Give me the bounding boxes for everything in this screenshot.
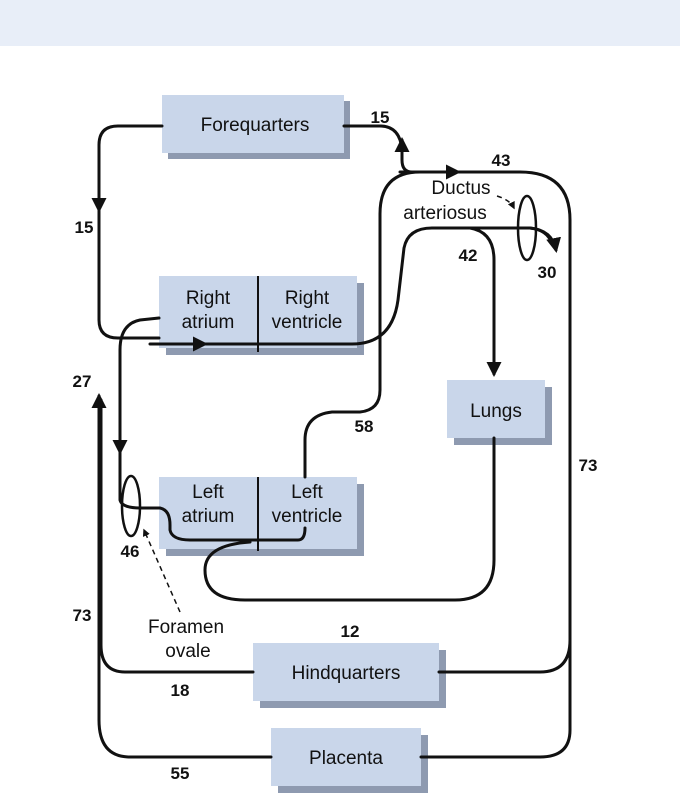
flow-lower-return: 73 — [73, 606, 92, 625]
box-lungs: Lungs — [447, 380, 552, 445]
ductus-label-2: arteriosus — [403, 203, 486, 224]
flow-descending-aorta: 73 — [579, 456, 598, 475]
foramen-label-2: ovale — [165, 641, 210, 662]
flow-aorta-top: 43 — [492, 151, 511, 170]
arch-to-forequarters — [400, 148, 414, 174]
left-ventricle-label-1: Left — [291, 482, 323, 503]
placenta-label: Placenta — [309, 748, 383, 769]
ductus-pointer — [496, 195, 515, 210]
forequarters-return-path-lower — [97, 208, 161, 340]
hindquarters-label: Hindquarters — [292, 663, 401, 684]
box-hindquarters: Hindquarters — [253, 643, 446, 708]
ductus-to-aorta — [528, 226, 561, 253]
foramen-ovale-path — [112, 316, 161, 455]
flow-lungs-return: 12 — [341, 622, 360, 641]
header-band — [0, 0, 680, 46]
placenta-supply-path — [419, 638, 572, 759]
flow-pulmonary-trunk: 42 — [459, 246, 478, 265]
left-atrium-label-2: atrium — [182, 506, 235, 527]
flow-hindquarters: 18 — [171, 681, 190, 700]
ductus-arteriosus-ring — [516, 194, 538, 262]
lungs-label: Lungs — [470, 401, 522, 422]
hindquarters-return-path — [99, 398, 255, 674]
right-atrium-label-2: atrium — [182, 312, 235, 333]
foramen-pointer — [142, 528, 181, 613]
box-heart-left: Left atrium Left ventricle — [159, 477, 364, 556]
ductus-label-1: Ductus — [431, 178, 490, 199]
placenta-return-path — [97, 398, 273, 759]
box-placenta: Placenta — [271, 728, 428, 793]
flow-foramen-ovale: 46 — [121, 542, 140, 561]
to-lungs-path — [468, 226, 502, 377]
hindquarters-supply-path — [437, 638, 572, 674]
flow-forequarters-return: 15 — [75, 218, 94, 237]
foramen-ovale-ring — [120, 474, 142, 538]
right-ventricle-label-2: ventricle — [272, 312, 343, 333]
foramen-ovale-to-la — [118, 450, 307, 542]
flow-forequarters-out: 15 — [371, 108, 390, 127]
left-ventricle-label-2: ventricle — [272, 506, 343, 527]
forequarters-return-path — [91, 124, 164, 213]
flow-placenta: 55 — [171, 764, 190, 783]
box-forequarters: Forequarters — [162, 95, 350, 159]
pulmonary-vein-path — [203, 436, 496, 602]
right-ventricle-label-1: Right — [285, 288, 330, 309]
flow-right-atrium-return: 27 — [73, 372, 92, 391]
ascending-aorta-path — [303, 170, 572, 642]
forequarters-supply-path — [342, 124, 410, 152]
forequarters-label: Forequarters — [201, 115, 310, 136]
left-atrium-label-1: Left — [192, 482, 224, 503]
flow-left-ventricle-out: 58 — [355, 417, 374, 436]
right-atrium-label-1: Right — [186, 288, 231, 309]
foramen-label-1: Foramen — [148, 617, 224, 638]
flow-ductus: 30 — [538, 263, 557, 282]
